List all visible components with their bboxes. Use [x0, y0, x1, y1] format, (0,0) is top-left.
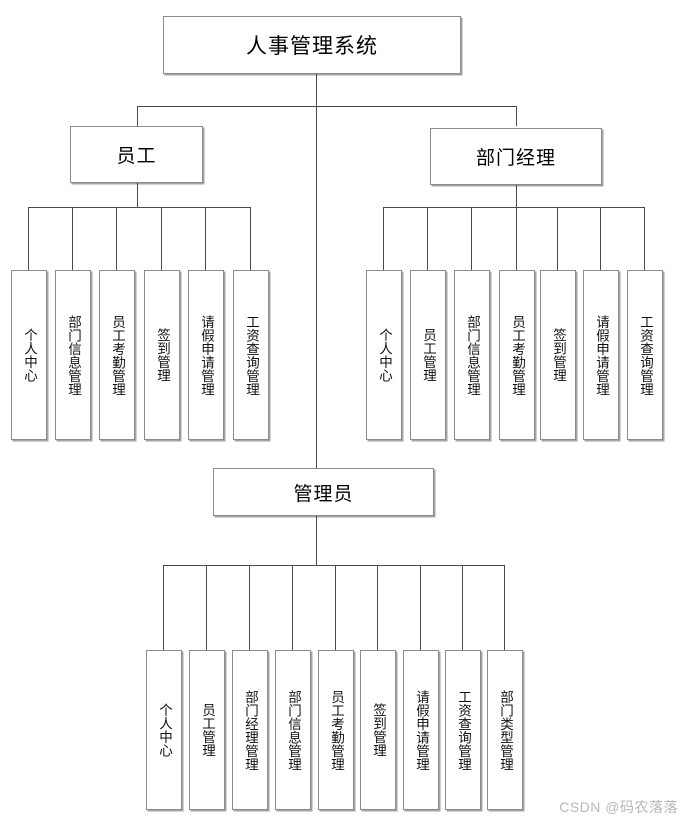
connector-admin-child-0	[163, 565, 164, 650]
connector-admin-bus	[163, 565, 504, 566]
connector-employee-bus	[28, 207, 250, 208]
connector-employee-child-5	[250, 207, 251, 270]
node-role-dept-manager[interactable]: 部门经理	[430, 128, 602, 185]
node-role-dept-manager-label: 部门经理	[475, 148, 556, 169]
connector-admin-child-1	[206, 565, 207, 650]
node-leaf-label: 部门信息管理	[65, 314, 81, 396]
connector-admin-child-8	[504, 565, 505, 650]
node-role-admin[interactable]: 管理员	[213, 468, 434, 516]
connector-admin-child-7	[462, 565, 463, 650]
connector-drop-manager	[516, 106, 517, 126]
node-leaf-admin-2[interactable]: 部门经理管理	[232, 650, 268, 810]
node-leaf-label: 请假申请管理	[593, 314, 609, 396]
node-leaf-label: 部门信息管理	[285, 689, 301, 771]
connector-admin-child-2	[249, 565, 250, 650]
connector-admin-stem	[316, 516, 317, 565]
node-leaf-admin-3[interactable]: 部门信息管理	[275, 650, 311, 810]
connector-manager-child-0	[383, 207, 384, 270]
node-leaf-label: 个人中心	[21, 328, 37, 382]
connector-drop-employee	[137, 106, 138, 126]
node-leaf-admin-4[interactable]: 员工考勤管理	[318, 650, 354, 810]
connector-admin-child-6	[420, 565, 421, 650]
connector-employee-child-3	[161, 207, 162, 270]
node-leaf-admin-8[interactable]: 部门类型管理	[487, 650, 523, 810]
connector-manager-bus	[383, 207, 644, 208]
node-leaf-label: 签到管理	[550, 328, 566, 382]
connector-admin-child-3	[292, 565, 293, 650]
node-leaf-label: 个人中心	[156, 703, 172, 757]
node-leaf-label: 个人中心	[376, 328, 392, 382]
watermark: CSDN @码农落落	[559, 799, 678, 815]
node-root-system[interactable]: 人事管理系统	[163, 16, 461, 74]
connector-level1-bus	[137, 106, 517, 107]
connector-employee-child-4	[205, 207, 206, 270]
connector-manager-stem	[516, 185, 517, 207]
node-leaf-label: 请假申请管理	[413, 689, 429, 771]
node-leaf-label: 部门类型管理	[497, 689, 513, 771]
node-leaf-employee-0[interactable]: 个人中心	[11, 270, 47, 440]
node-leaf-employee-3[interactable]: 签到管理	[144, 270, 180, 440]
node-root-label: 人事管理系统	[246, 35, 378, 58]
node-leaf-label: 工资查询管理	[637, 314, 653, 396]
connector-manager-child-4	[557, 207, 558, 270]
connector-manager-child-1	[427, 207, 428, 270]
connector-employee-child-2	[116, 207, 117, 270]
node-leaf-manager-2[interactable]: 部门信息管理	[454, 270, 490, 440]
connector-manager-child-3	[516, 207, 517, 270]
node-leaf-manager-3[interactable]: 员工考勤管理	[499, 270, 535, 440]
node-leaf-label: 部门信息管理	[464, 314, 480, 396]
node-leaf-employee-2[interactable]: 员工考勤管理	[99, 270, 135, 440]
node-leaf-label: 员工考勤管理	[509, 314, 525, 396]
node-leaf-admin-1[interactable]: 员工管理	[189, 650, 225, 810]
node-role-employee[interactable]: 员工	[70, 126, 203, 183]
node-leaf-manager-0[interactable]: 个人中心	[366, 270, 402, 440]
node-leaf-label: 请假申请管理	[198, 314, 214, 396]
node-leaf-label: 员工考勤管理	[328, 689, 344, 771]
connector-manager-child-5	[600, 207, 601, 270]
node-leaf-label: 签到管理	[154, 328, 170, 382]
node-leaf-label: 签到管理	[370, 703, 386, 757]
connector-manager-child-6	[644, 207, 645, 270]
node-role-employee-label: 员工	[116, 146, 157, 167]
connector-employee-stem	[137, 183, 138, 207]
node-leaf-employee-5[interactable]: 工资查询管理	[233, 270, 269, 440]
node-leaf-label: 员工管理	[199, 703, 215, 757]
node-leaf-label: 部门经理管理	[242, 689, 258, 771]
node-leaf-admin-5[interactable]: 签到管理	[360, 650, 396, 810]
node-leaf-manager-1[interactable]: 员工管理	[410, 270, 446, 440]
node-leaf-manager-4[interactable]: 签到管理	[540, 270, 576, 440]
connector-admin-child-4	[335, 565, 336, 650]
node-leaf-admin-7[interactable]: 工资查询管理	[445, 650, 481, 810]
connector-admin-child-5	[377, 565, 378, 650]
node-leaf-label: 工资查询管理	[243, 314, 259, 396]
node-leaf-label: 员工考勤管理	[109, 314, 125, 396]
node-leaf-manager-5[interactable]: 请假申请管理	[583, 270, 619, 440]
connector-drop-admin	[316, 106, 317, 468]
connector-manager-child-2	[471, 207, 472, 270]
node-leaf-employee-4[interactable]: 请假申请管理	[188, 270, 224, 440]
node-leaf-admin-6[interactable]: 请假申请管理	[403, 650, 439, 810]
node-leaf-label: 员工管理	[420, 328, 436, 382]
node-role-admin-label: 管理员	[293, 483, 354, 505]
node-leaf-manager-6[interactable]: 工资查询管理	[627, 270, 663, 440]
connector-employee-child-1	[72, 207, 73, 270]
node-leaf-label: 工资查询管理	[455, 689, 471, 771]
node-leaf-admin-0[interactable]: 个人中心	[146, 650, 182, 810]
node-leaf-employee-1[interactable]: 部门信息管理	[55, 270, 91, 440]
connector-employee-child-0	[28, 207, 29, 270]
connector-root-stem	[316, 74, 317, 106]
